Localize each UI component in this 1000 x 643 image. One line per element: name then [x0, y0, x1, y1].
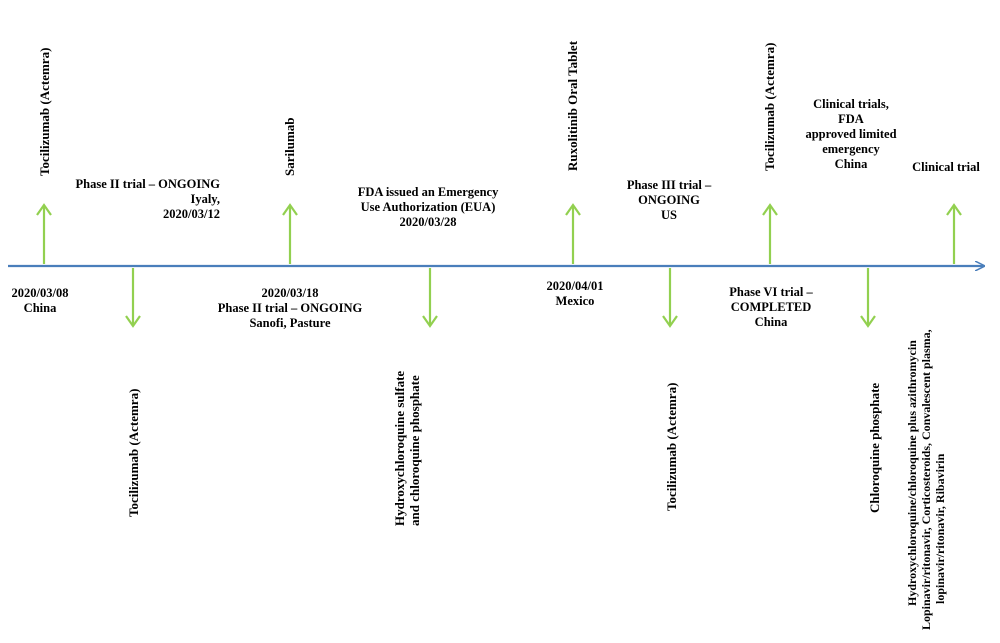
drug-label-8: Chloroquine phosphate: [867, 382, 882, 513]
arrow-down-4: [860, 268, 876, 328]
note-9: Clinical trial: [912, 160, 980, 174]
note-2: Phase II trial – ONGOING Iyaly, 2020/03/…: [75, 177, 220, 221]
note-6: Phase III trial – ONGOING US: [626, 178, 712, 222]
note-8: Clinical trials, FDA approved limited em…: [805, 97, 897, 171]
note-1: 2020/03/08 China: [11, 286, 69, 315]
note-7: Phase VI trial – COMPLETED China: [729, 285, 813, 329]
drug-label-1: Tocilizumab (Actemra): [37, 47, 52, 176]
drug-label-3: Sarilumab: [282, 117, 297, 176]
drug-label-7: Tocilizumab (Actemra): [762, 42, 777, 171]
drug-label-2: Tocilizumab (Actemra): [126, 388, 141, 517]
arrow-up-3: [565, 203, 581, 264]
drug-label-9: Hydroxychloroquine/chloroquine plus azit…: [905, 329, 947, 630]
arrow-down-1: [125, 268, 141, 328]
drug-label-4: Hydroxychloroquine sulfate and chloroqui…: [392, 370, 422, 526]
note-4: FDA issued an Emergency Use Authorizatio…: [357, 185, 499, 229]
note-3: 2020/03/18 Phase II trial – ONGOING Sano…: [217, 286, 363, 330]
arrow-up-5: [946, 203, 962, 264]
arrow-down-2: [422, 268, 438, 328]
arrow-up-1: [36, 203, 52, 264]
drug-label-5: Ruxolitinib Oral Tablet: [565, 40, 580, 171]
note-5: 2020/04/01 Mexico: [546, 279, 604, 308]
arrow-up-2: [282, 203, 298, 264]
arrow-down-3: [662, 268, 678, 328]
drug-label-6: Tocilizumab (Actemra): [664, 382, 679, 511]
arrow-up-4: [762, 203, 778, 264]
